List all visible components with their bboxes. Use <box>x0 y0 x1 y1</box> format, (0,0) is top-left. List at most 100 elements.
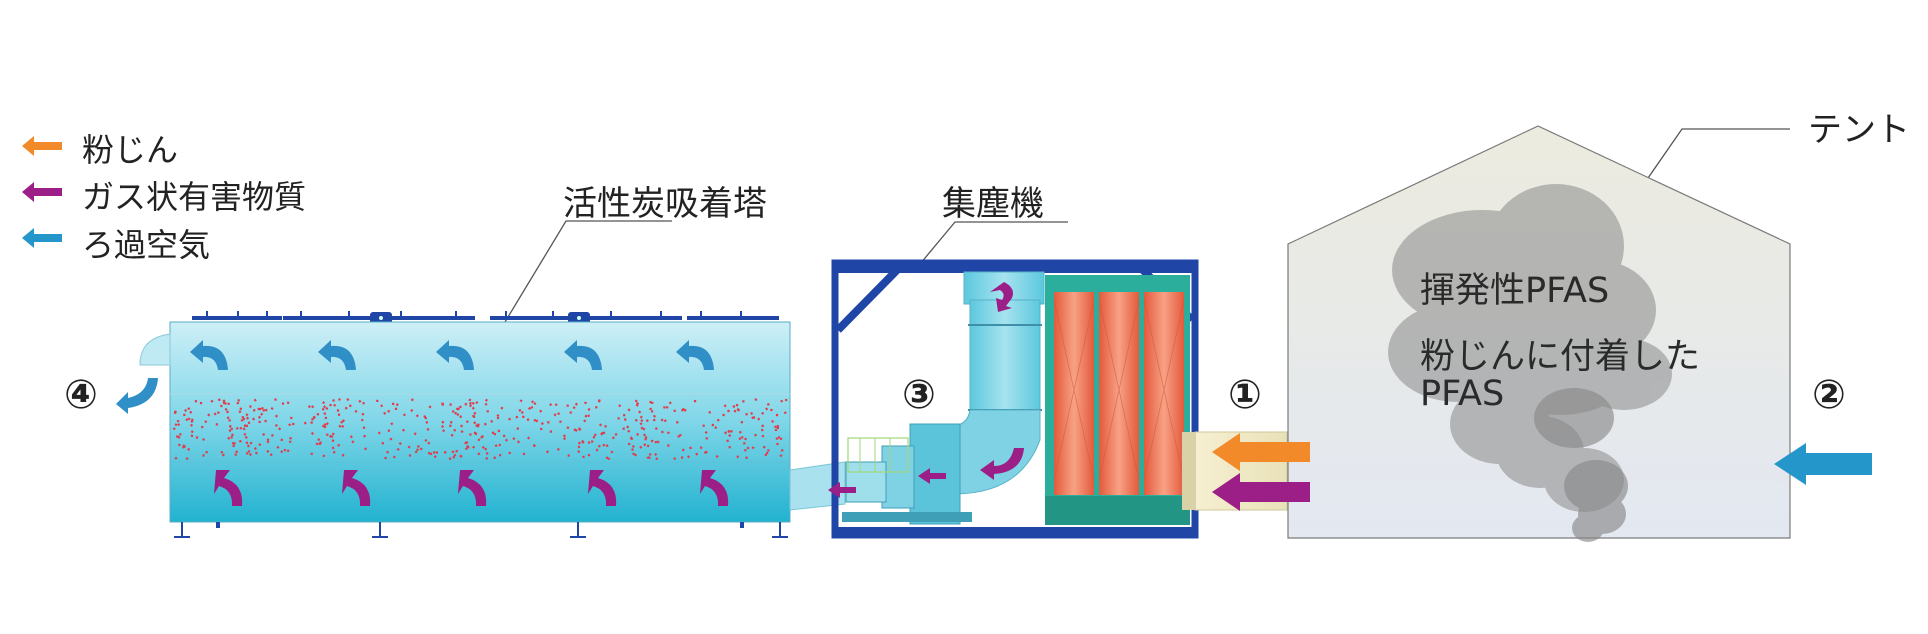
legend-gas-arrow-icon <box>22 182 62 202</box>
carbon-particle <box>380 404 384 408</box>
carbon-particle <box>244 435 248 439</box>
carbon-particle <box>481 445 485 449</box>
carbon-particle <box>181 445 185 449</box>
filtered-air-arrow-icon <box>318 340 356 370</box>
carbon-particle <box>228 419 231 422</box>
carbon-particle <box>549 430 553 433</box>
carbon-particle <box>626 425 630 429</box>
carbon-particle <box>245 424 249 428</box>
carbon-particle <box>227 402 231 406</box>
carbon-particle <box>540 422 544 425</box>
carbon-particle <box>587 441 591 444</box>
carbon-particle <box>247 450 251 453</box>
carbon-particle <box>627 442 631 446</box>
carbon-particle <box>402 413 406 417</box>
carbon-particle <box>338 398 341 401</box>
carbon-particle <box>611 436 615 440</box>
carbon-particle <box>289 440 292 444</box>
carbon-particle <box>459 424 464 428</box>
carbon-particle <box>471 406 475 410</box>
carbon-particle <box>614 433 618 436</box>
carbon-particle <box>775 437 779 441</box>
carbon-particle <box>632 452 636 456</box>
carbon-particle <box>526 418 530 422</box>
carbon-particle <box>189 410 193 414</box>
carbon-particle <box>245 441 249 445</box>
marker-four: ④ <box>64 372 98 418</box>
carbon-particle <box>459 405 462 409</box>
carbon-particle <box>323 425 327 429</box>
carbon-particle <box>653 418 656 422</box>
tower-inlet-duct <box>789 461 846 511</box>
carbon-particle <box>346 398 350 402</box>
carbon-particle <box>362 426 366 430</box>
carbon-particle <box>260 412 264 416</box>
carbon-particle <box>286 449 290 453</box>
carbon-particle <box>549 403 553 407</box>
carbon-particle <box>190 434 194 438</box>
carbon-particle <box>644 437 647 441</box>
carbon-particle <box>727 409 730 413</box>
carbon-particle <box>245 451 249 455</box>
carbon-particle <box>484 402 488 406</box>
gas-arrow-icon <box>588 470 617 506</box>
carbon-particle <box>567 454 570 457</box>
carbon-particle <box>429 452 433 456</box>
carbon-particle <box>472 445 476 449</box>
carbon-particle <box>705 437 708 440</box>
carbon-particle <box>262 409 266 412</box>
carbon-particle <box>499 454 502 457</box>
carbon-particle <box>230 433 234 437</box>
carbon-particle <box>491 431 495 435</box>
carbon-particle <box>770 408 773 412</box>
carbon-particle <box>745 456 749 460</box>
carbon-particle <box>449 403 452 406</box>
carbon-particle <box>477 452 481 456</box>
carbon-particle <box>471 401 475 405</box>
carbon-particle <box>280 450 284 454</box>
gas-arrow-icon <box>458 470 487 506</box>
carbon-particle <box>574 402 578 406</box>
carbon-particle <box>527 436 531 440</box>
carbon-particle <box>504 438 509 442</box>
carbon-particle <box>322 454 326 458</box>
carbon-particle <box>689 446 692 450</box>
carbon-particle <box>258 443 262 447</box>
carbon-particle <box>607 457 611 461</box>
carbon-particle <box>566 426 570 430</box>
carbon-particle <box>680 408 684 412</box>
carbon-particle <box>497 429 501 433</box>
carbon-particle <box>605 444 609 448</box>
carbon-particle <box>341 424 345 429</box>
carbon-particle <box>683 408 687 412</box>
carbon-particle <box>766 403 770 406</box>
carbon-particle <box>253 447 257 451</box>
carbon-particle <box>654 440 658 444</box>
carbon-particle <box>695 452 699 456</box>
carbon-particle <box>391 402 395 406</box>
carbon-particle <box>774 428 778 432</box>
carbon-particle <box>598 444 601 448</box>
carbon-particle <box>205 450 208 454</box>
carbon-particle <box>556 447 560 451</box>
carbon-particle <box>775 413 779 417</box>
carbon-particle <box>361 412 365 416</box>
carbon-particle <box>584 401 587 405</box>
carbon-particle <box>416 445 420 448</box>
carbon-particle <box>326 433 329 436</box>
carbon-particle <box>241 416 245 419</box>
carbon-particle <box>332 399 335 402</box>
carbon-particle <box>459 415 462 418</box>
carbon-particle <box>312 416 316 420</box>
tent-callout-line <box>1647 128 1790 179</box>
carbon-particle <box>381 442 384 445</box>
legend-dust-arrow-icon <box>22 136 62 156</box>
carbon-particle <box>494 444 498 448</box>
carbon-particle <box>767 449 770 452</box>
carbon-particle <box>236 401 240 405</box>
carbon-particle <box>473 421 477 425</box>
carbon-particle <box>238 439 242 443</box>
carbon-particle <box>655 457 659 461</box>
carbon-particle <box>573 428 577 432</box>
carbon-particle <box>751 416 755 420</box>
